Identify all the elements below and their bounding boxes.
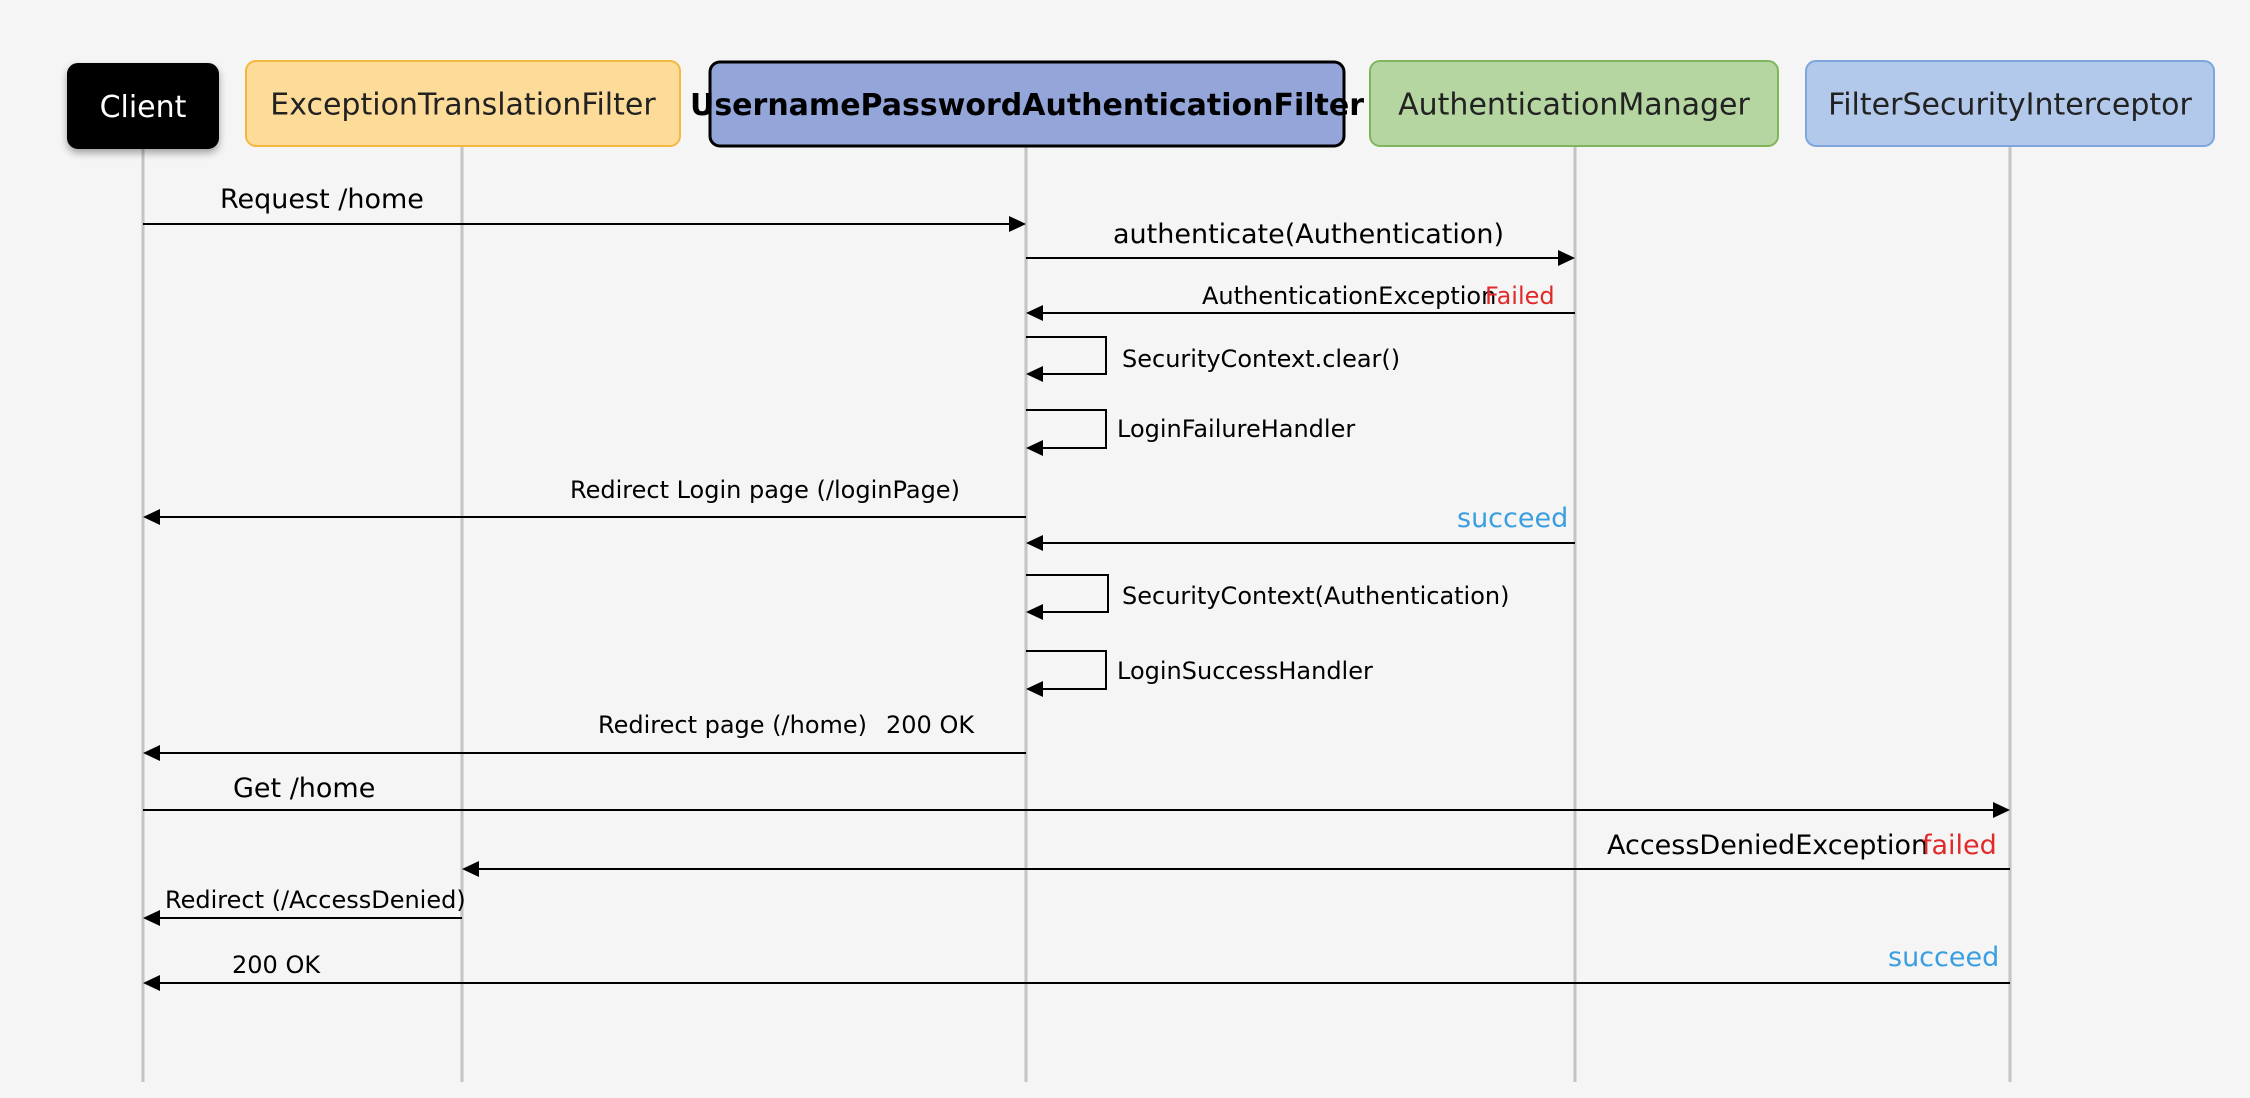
msg-securitycontext-set-arrowhead — [1026, 604, 1043, 620]
msg-redirect-home-label-1: 200 OK — [886, 711, 975, 739]
participant-label-fsi: FilterSecurityInterceptor — [1828, 88, 2192, 123]
msg-redirect-access-denied: Redirect (/AccessDenied) — [143, 886, 466, 926]
msg-succeed-auth-arrowhead — [1026, 535, 1043, 551]
msg-securitycontext-clear-line — [1026, 336, 1107, 375]
msg-securitycontext-set: SecurityContext(Authentication) — [1026, 574, 1509, 620]
msg-access-denied-exception-arrowhead — [462, 861, 479, 877]
msg-authentication-exception-label-0: AuthenticationException — [1202, 282, 1496, 310]
msg-succeed-auth-label-0: succeed — [1457, 503, 1568, 534]
msg-authenticate: authenticate(Authentication) — [1026, 219, 1575, 266]
participant-box-fsi — [1805, 60, 2215, 147]
msg-200-ok: 200 OK succeed — [143, 942, 2010, 991]
msg-200-ok-arrowhead — [143, 975, 160, 991]
participants: Client ExceptionTranslationFilter Username… — [67, 60, 2215, 149]
msg-redirect-access-denied-label-0: Redirect (/AccessDenied) — [165, 886, 466, 914]
msg-login-failure-handler-label-0: LoginFailureHandler — [1117, 415, 1355, 443]
msg-login-failure-handler-arrowhead — [1026, 440, 1043, 456]
msg-redirect-login-page: Redirect Login page (/loginPage) — [143, 476, 1026, 525]
msg-request-home-arrowhead — [1009, 216, 1026, 232]
msg-authenticate-label-0: authenticate(Authentication) — [1113, 219, 1504, 250]
msg-request-home-label-0: Request /home — [220, 184, 424, 215]
lifelines — [141, 146, 2012, 1082]
messages: Request /home authenticate(Authentication… — [143, 184, 2010, 991]
participant-am: AuthenticationManager — [1369, 60, 1779, 147]
participant-box-client — [67, 63, 219, 149]
msg-redirect-access-denied-arrowhead — [143, 910, 160, 926]
msg-200-ok-label-0: 200 OK — [232, 951, 321, 979]
participant-label-client: Client — [100, 90, 187, 125]
participant-client: Client — [67, 63, 219, 149]
msg-authentication-exception-label-1: Failed — [1485, 282, 1555, 310]
participant-box-upaf — [708, 60, 1346, 148]
participant-label-am: AuthenticationManager — [1398, 88, 1750, 123]
msg-redirect-home-label-0: Redirect page (/home) — [598, 711, 867, 739]
participant-upaf: UsernamePasswordAuthenticationFilter — [690, 60, 1364, 148]
msg-request-home: Request /home — [143, 184, 1026, 232]
participant-box-etf — [245, 60, 681, 147]
msg-login-failure-handler-line — [1026, 409, 1107, 449]
msg-login-success-handler-arrowhead — [1026, 681, 1043, 697]
msg-authentication-exception-arrowhead — [1026, 305, 1043, 321]
msg-access-denied-exception-label-1: failed — [1922, 830, 1997, 861]
msg-securitycontext-set-label-0: SecurityContext(Authentication) — [1122, 582, 1509, 610]
msg-redirect-home-arrowhead — [143, 745, 160, 761]
participant-label-upaf: UsernamePasswordAuthenticationFilter — [690, 88, 1364, 123]
msg-securitycontext-set-line — [1026, 574, 1109, 613]
msg-securitycontext-clear: SecurityContext.clear() — [1026, 336, 1400, 382]
msg-securitycontext-clear-label-0: SecurityContext.clear() — [1122, 345, 1400, 373]
participant-box-am — [1369, 60, 1779, 147]
msg-redirect-login-page-label-0: Redirect Login page (/loginPage) — [570, 476, 960, 504]
msg-get-home-label-0: Get /home — [233, 773, 375, 804]
msg-200-ok-label-1: succeed — [1888, 942, 1999, 973]
msg-succeed-auth: succeed — [1026, 503, 1575, 551]
participant-label-etf: ExceptionTranslationFilter — [270, 88, 656, 123]
participant-fsi: FilterSecurityInterceptor — [1805, 60, 2215, 147]
msg-redirect-login-page-arrowhead — [143, 509, 160, 525]
msg-redirect-home: Redirect page (/home) 200 OK — [143, 711, 1026, 761]
msg-login-success-handler-line — [1026, 650, 1107, 690]
msg-login-failure-handler: LoginFailureHandler — [1026, 409, 1355, 456]
participant-etf: ExceptionTranslationFilter — [245, 60, 681, 147]
msg-login-success-handler: LoginSuccessHandler — [1026, 650, 1373, 697]
msg-authenticate-arrowhead — [1558, 250, 1575, 266]
msg-securitycontext-clear-arrowhead — [1026, 366, 1043, 382]
msg-get-home: Get /home — [143, 773, 2010, 818]
msg-login-success-handler-label-0: LoginSuccessHandler — [1117, 657, 1373, 685]
msg-get-home-arrowhead — [1993, 802, 2010, 818]
msg-access-denied-exception-label-0: AccessDeniedException — [1607, 830, 1928, 861]
